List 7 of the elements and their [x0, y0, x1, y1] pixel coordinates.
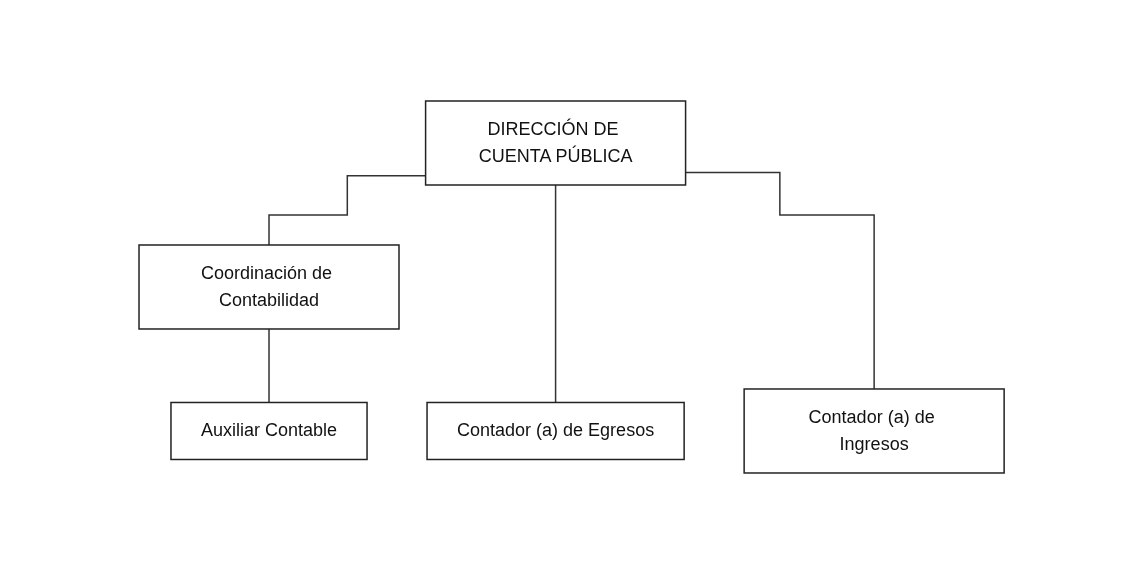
- node-box: Auxiliar Contable: [170, 401, 368, 461]
- node-box: Contador (a) de Egresos: [426, 401, 685, 461]
- node-box: Contador (a) de Ingresos: [743, 388, 1005, 474]
- node-box: DIRECCIÓN DE CUENTA PÚBLICA: [424, 100, 687, 186]
- connector: [554, 184, 557, 404]
- node-box: Coordinación de Contabilidad: [138, 244, 400, 330]
- connector: [268, 328, 270, 404]
